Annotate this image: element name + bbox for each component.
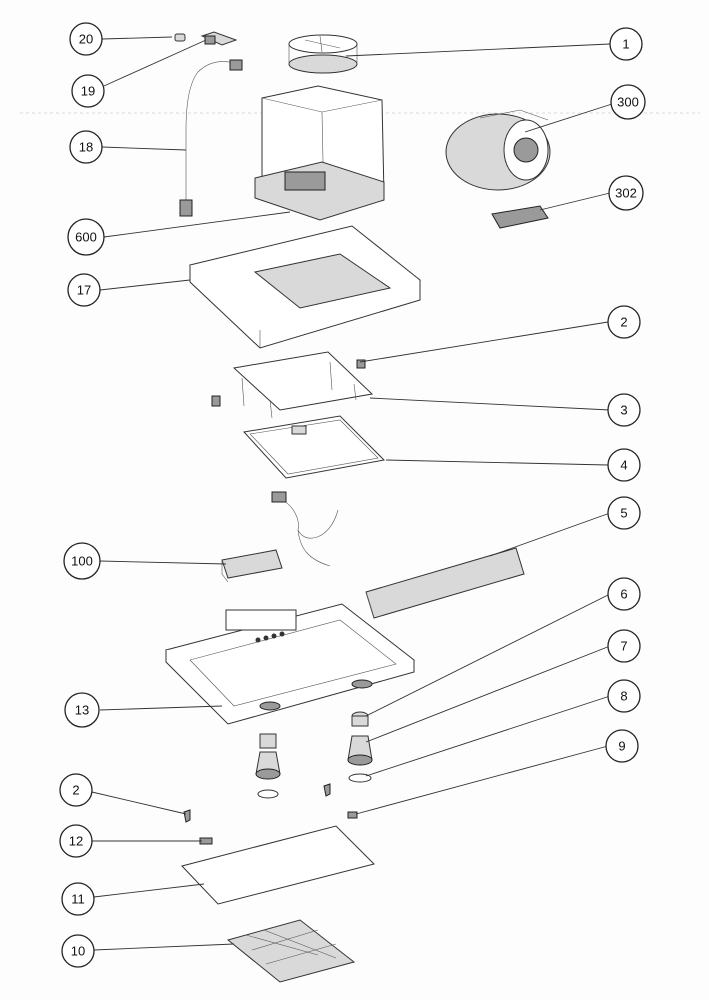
- svg-text:8: 8: [620, 689, 627, 704]
- callout-9: 9: [605, 729, 639, 763]
- callout-8: 8: [607, 679, 641, 713]
- svg-text:1: 1: [622, 37, 629, 52]
- svg-text:10: 10: [71, 944, 85, 959]
- callout-11: 11: [61, 882, 95, 916]
- callout-2-lower: 2: [59, 773, 93, 807]
- callout-7: 7: [607, 629, 641, 663]
- svg-text:13: 13: [75, 703, 89, 718]
- svg-text:2: 2: [72, 783, 79, 798]
- part-11-glass-panel: [181, 825, 375, 905]
- svg-text:5: 5: [620, 506, 627, 521]
- part-4-filter-frame: [243, 415, 386, 479]
- part-10-carbon-filter: [226, 919, 356, 983]
- callout-4: 4: [607, 448, 641, 482]
- part-13-canopy: [165, 603, 416, 725]
- part-2-screw-lower: [183, 783, 331, 823]
- svg-text:100: 100: [71, 554, 93, 569]
- part-19-connector: [200, 31, 238, 46]
- callout-19: 19: [71, 74, 105, 108]
- callout-3: 3: [607, 393, 641, 427]
- svg-text:6: 6: [620, 587, 627, 602]
- svg-text:9: 9: [618, 739, 625, 754]
- callout-12: 12: [59, 824, 93, 858]
- part-20-clip: [174, 33, 186, 42]
- callout-300: 300: [610, 84, 646, 120]
- svg-text:18: 18: [79, 140, 93, 155]
- part-18-cable: [179, 59, 243, 217]
- part-1-duct-collar: [288, 34, 358, 74]
- callout-18: 18: [69, 130, 103, 164]
- callout-600: 600: [67, 218, 105, 256]
- part-302-capacitor: [491, 205, 549, 229]
- svg-text:302: 302: [615, 186, 637, 201]
- svg-text:17: 17: [77, 283, 91, 298]
- part-300-blower-motor: [445, 109, 551, 191]
- part-3-bracket: [232, 351, 374, 419]
- callout-2-upper: 2: [607, 305, 641, 339]
- svg-text:4: 4: [620, 458, 627, 473]
- part-2-screw-upper: [211, 359, 366, 407]
- leader-lines: [91, 36, 613, 951]
- svg-text:12: 12: [69, 834, 83, 849]
- svg-text:11: 11: [71, 892, 85, 907]
- callout-5: 5: [607, 496, 641, 530]
- part-6-lamp-holder: [351, 711, 369, 727]
- callout-13: 13: [64, 692, 100, 728]
- callout-17: 17: [67, 273, 101, 307]
- svg-text:600: 600: [75, 230, 97, 245]
- svg-text:7: 7: [620, 639, 627, 654]
- part-17-mounting-frame: [188, 225, 422, 349]
- callout-20: 20: [69, 22, 103, 56]
- svg-text:3: 3: [620, 403, 627, 418]
- part-9-clip: [347, 811, 358, 819]
- part-5-front-strip: [365, 547, 525, 619]
- part-bulb-left: [255, 733, 281, 799]
- callout-100: 100: [63, 542, 101, 580]
- part-8-ring: [348, 773, 372, 783]
- part-7-bulb: [347, 735, 373, 766]
- part-600-motor-housing: [254, 85, 385, 221]
- callout-302: 302: [608, 175, 644, 211]
- callout-10: 10: [61, 934, 95, 968]
- svg-text:20: 20: [79, 32, 93, 47]
- svg-text:19: 19: [81, 84, 95, 99]
- part-100-control-box: [221, 491, 339, 583]
- svg-text:300: 300: [617, 95, 639, 110]
- svg-text:2: 2: [620, 315, 627, 330]
- callout-6: 6: [607, 577, 641, 611]
- callout-1: 1: [609, 27, 643, 61]
